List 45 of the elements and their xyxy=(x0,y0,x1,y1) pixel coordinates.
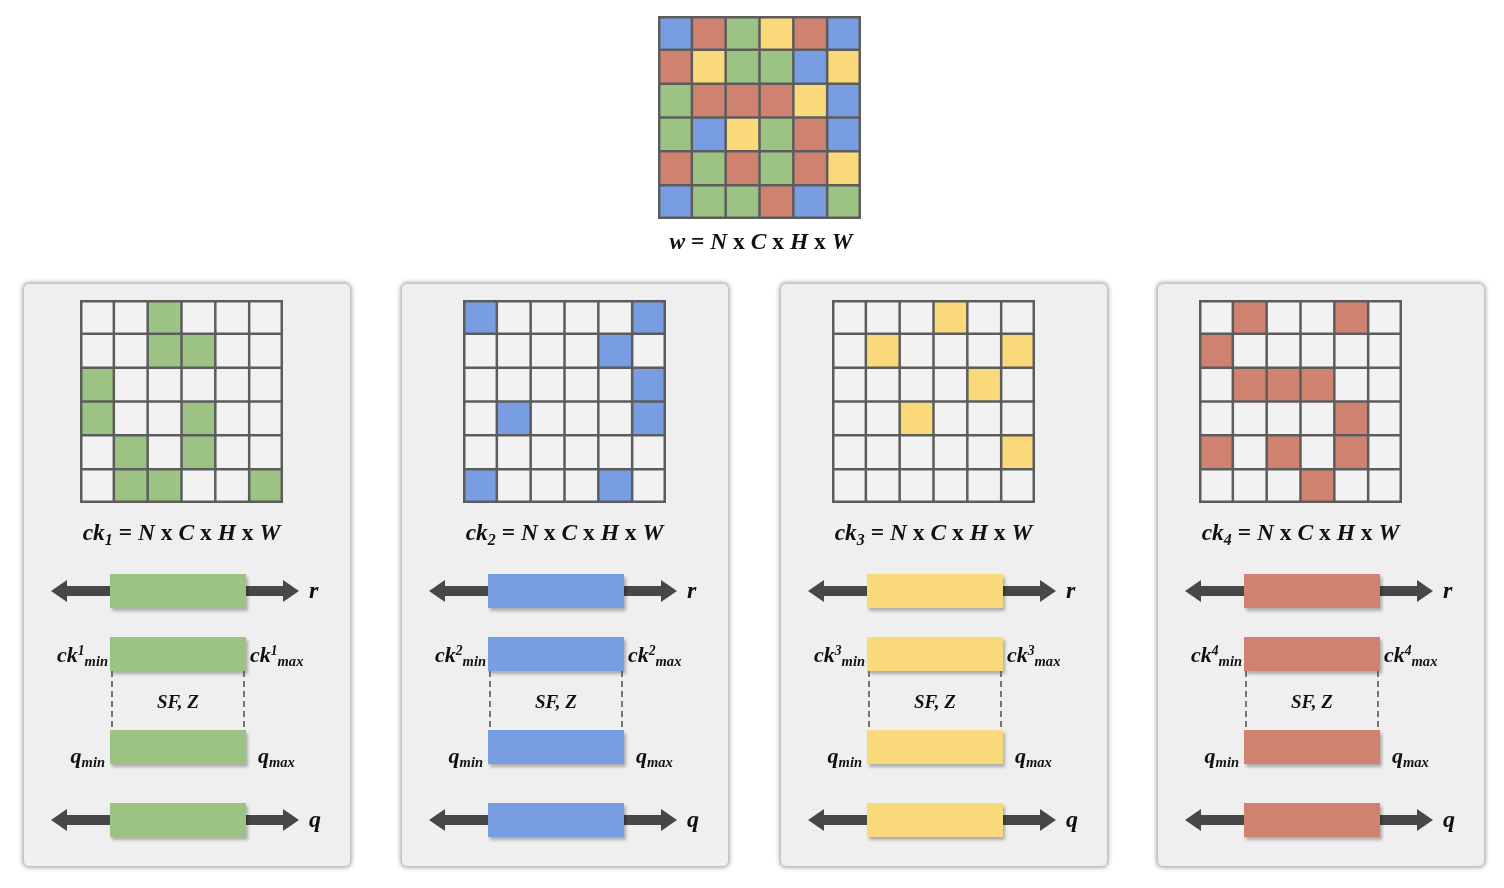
scale-zero-point-label: SF, Z xyxy=(157,691,199,713)
axis-label: r xyxy=(687,577,697,605)
panel xyxy=(401,283,729,867)
range-bar xyxy=(867,730,1003,764)
axis-label: q xyxy=(1066,806,1078,834)
panel xyxy=(780,283,1108,867)
range-bound-label: q$_{max}$ xyxy=(258,743,295,769)
range-bound-label: q$_{min}$ xyxy=(70,743,105,769)
panel xyxy=(23,283,351,867)
range-bar xyxy=(867,637,1003,671)
range-bar xyxy=(110,803,246,837)
tensor-shape-formula: w = N x C x H x W xyxy=(669,228,853,256)
range-bound-label: q$_{max}$ xyxy=(1392,743,1429,769)
scale-zero-point-label: SF, Z xyxy=(1291,691,1333,713)
scale-zero-point-label: SF, Z xyxy=(914,691,956,713)
range-bar xyxy=(110,637,246,671)
range-bound-label: q$_{min}$ xyxy=(448,743,483,769)
tensor-shape-formula: ck$_{3}$ = N x C x H x W xyxy=(834,519,1033,547)
range-bar xyxy=(488,574,624,608)
tensor-shape-formula: ck$_{4}$ = N x C x H x W xyxy=(1201,519,1400,547)
tensor-shape-formula: ck$_{1}$ = N x C x H x W xyxy=(82,519,281,547)
range-bar xyxy=(1244,574,1380,608)
range-bound-label: q$_{max}$ xyxy=(1015,743,1052,769)
range-bound-label: q$_{max}$ xyxy=(636,743,673,769)
range-bar xyxy=(1244,730,1380,764)
range-bar xyxy=(110,574,246,608)
panel xyxy=(1157,283,1485,867)
axis-label: q xyxy=(687,806,699,834)
range-bar xyxy=(488,637,624,671)
range-bar xyxy=(1244,803,1380,837)
range-bar xyxy=(1244,637,1380,671)
range-bound-label: q$_{min}$ xyxy=(827,743,862,769)
axis-label: r xyxy=(1443,577,1453,605)
tensor-shape-formula: ck$_{2}$ = N x C x H x W xyxy=(465,519,664,547)
axis-label: q xyxy=(309,806,321,834)
range-bar xyxy=(110,730,246,764)
range-bar xyxy=(867,574,1003,608)
axis-label: q xyxy=(1443,806,1455,834)
axis-label: r xyxy=(1066,577,1076,605)
axis-label: r xyxy=(309,577,319,605)
range-bar xyxy=(488,803,624,837)
scale-zero-point-label: SF, Z xyxy=(535,691,577,713)
range-bar xyxy=(488,730,624,764)
range-bar xyxy=(867,803,1003,837)
range-bound-label: q$_{min}$ xyxy=(1204,743,1239,769)
